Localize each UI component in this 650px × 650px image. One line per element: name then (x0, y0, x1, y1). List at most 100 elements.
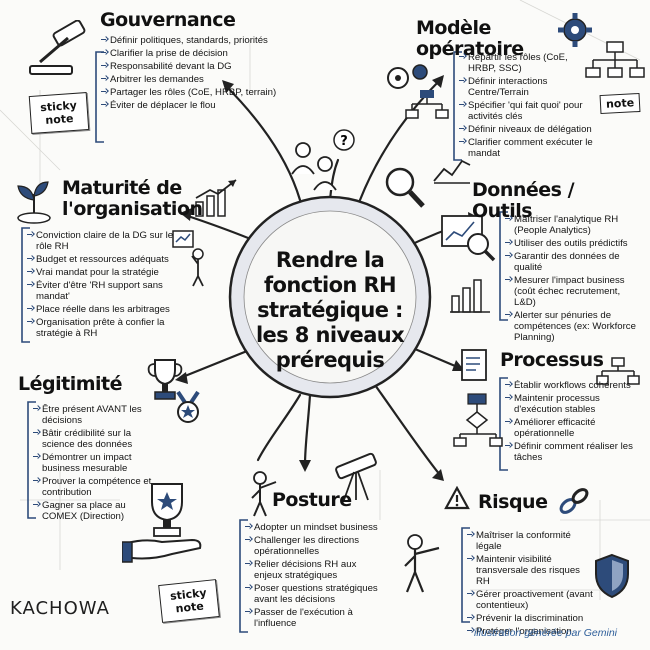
list-item: Répartir les rôles (CoE, HRBP, SSC) (458, 52, 598, 74)
gavel-icon (29, 20, 86, 75)
section-title-posture: Posture (272, 489, 352, 511)
credit-text: illustration générée par Gemini (474, 627, 617, 639)
list-item: Conviction claire de la DG sur le rôle R… (26, 230, 176, 252)
list-item: Clarifier la prise de décision (100, 48, 330, 59)
list-processus: Établir workflows cohérents Maintenir pr… (504, 380, 634, 463)
line-chart-icon (433, 159, 471, 184)
list-item: Relier décisions RH aux enjeux stratégiq… (244, 559, 384, 581)
bar-growth-icon (195, 179, 237, 217)
list-item: Gérer proactivement (avant contentieux) (466, 589, 596, 611)
gears-workflow-icon (387, 64, 449, 119)
list-item: Responsabilité devant la DG (100, 61, 330, 72)
list-item: Établir workflows cohérents (504, 380, 634, 391)
medal-icon (176, 390, 200, 423)
list-item: Budget et ressources adéquats (26, 254, 176, 265)
section-modele-list: Répartir les rôles (CoE, HRBP, SSC) Défi… (458, 48, 598, 161)
document-flow-icon (461, 349, 487, 381)
list-risque: Maîtriser la conformité légale Maintenir… (466, 530, 596, 637)
list-item: Poser questions stratégiques avant les d… (244, 583, 384, 605)
magnifier-icon (385, 167, 425, 208)
presenter-icon (172, 230, 204, 287)
list-item: Définir politiques, standards, priorités (100, 35, 330, 46)
section-processus: Processus (500, 349, 604, 371)
section-donnees: Données / Outils (472, 180, 632, 222)
list-item: Améliorer efficacité opérationnelle (504, 417, 634, 439)
section-title-processus: Processus (500, 349, 604, 371)
list-item: Maintenir visibilité transversale des ri… (466, 554, 596, 587)
list-item: Prouver la compétence et contribution (32, 476, 162, 498)
list-item: Garantir des données de qualité (504, 251, 644, 273)
section-title-maturite: Maturité de l'organisation (62, 177, 203, 220)
section-gouvernance: Gouvernance Définir politiques, standard… (100, 10, 330, 113)
note-label: note (599, 92, 641, 115)
list-item: Partager les rôles (CoE, HRBP, terrain) (100, 87, 330, 98)
list-item: Passer de l'exécution à l'influence (244, 607, 384, 629)
kachowa-logo: KACHOWA (10, 598, 110, 619)
svg-text:?: ? (340, 134, 348, 149)
gear-icon (558, 13, 592, 47)
list-maturite: Conviction claire de la DG sur le rôle R… (26, 230, 176, 339)
section-title-donnees: Données / Outils (472, 179, 575, 222)
flowchart-icon (453, 393, 503, 447)
bar-chart-icon (450, 279, 490, 313)
list-item: Adopter un mindset business (244, 522, 384, 533)
section-donnees-list: Maîtriser l'analytique RH (People Analyt… (504, 210, 644, 345)
list-posture: Adopter un mindset business Challenger l… (244, 522, 384, 629)
person-pointing-icon (251, 471, 277, 517)
list-item: Vrai mandat pour la stratégie (26, 267, 176, 278)
list-item: Clarifier comment exécuter le mandat (458, 137, 598, 159)
section-legitimite-list: Être présent AVANT les décisions Bâtir c… (32, 400, 162, 524)
plant-growth-icon (17, 181, 51, 224)
arrow-posture (303, 393, 312, 467)
leader-pointing-icon (404, 534, 440, 593)
list-item: Spécifier 'qui fait quoi' pour activités… (458, 100, 598, 122)
list-item: Place réelle dans les arbitrages (26, 304, 176, 315)
analytics-screen-icon (441, 215, 496, 262)
list-legitimite: Être présent AVANT les décisions Bâtir c… (32, 404, 162, 522)
list-item: Alerter sur pénuries de compétences (ex:… (504, 310, 644, 343)
list-item: Protéger l'organisation (466, 626, 596, 637)
sticky-note-bottom: sticky note (158, 579, 220, 623)
list-item: Définir comment réaliser les tâches (504, 441, 634, 463)
list-item: Éviter de déplacer le flou (100, 100, 330, 111)
list-item: Prévenir la discrimination (466, 613, 596, 624)
list-item: Démontrer un impact business mesurable (32, 452, 162, 474)
arrow-risque (373, 383, 442, 477)
list-item: Maîtriser la conformité légale (466, 530, 596, 552)
section-posture: Posture (272, 490, 372, 511)
list-item: Gagner sa place au COMEX (Direction) (32, 500, 162, 522)
section-maturite-list: Conviction claire de la DG sur le rôle R… (26, 226, 176, 341)
list-item: Bâtir crédibilité sur la science des don… (32, 428, 162, 450)
warning-icon (444, 486, 470, 510)
section-risque: Risque (478, 492, 558, 513)
section-risque-list: Maîtriser la conformité légale Maintenir… (466, 526, 596, 639)
list-item: Arbitrer les demandes (100, 74, 330, 85)
section-processus-list: Établir workflows cohérents Maintenir pr… (504, 376, 634, 465)
chain-icon (559, 488, 589, 514)
section-title-legitimite: Légitimité (18, 373, 122, 395)
section-maturite: Maturité de l'organisation (62, 177, 203, 220)
list-item: Définir niveaux de délégation (458, 124, 598, 135)
list-item: Éviter d'être 'RH support sans mandat' (26, 280, 176, 302)
list-item: Utiliser des outils prédictifs (504, 238, 644, 249)
list-gouvernance: Définir politiques, standards, priorités… (100, 35, 330, 111)
section-legitimite: Légitimité (18, 374, 148, 395)
list-item: Être présent AVANT les décisions (32, 404, 162, 426)
people-question-icon: ? (291, 129, 355, 191)
list-item: Organisation prête à confier la stratégi… (26, 317, 176, 339)
list-item: Maîtriser l'analytique RH (People Analyt… (504, 214, 644, 236)
list-modele: Répartir les rôles (CoE, HRBP, SSC) Défi… (458, 52, 598, 159)
section-posture-list: Adopter un mindset business Challenger l… (244, 518, 384, 631)
section-title-risque: Risque (478, 491, 548, 513)
list-item: Définir interactions Centre/Terrain (458, 76, 598, 98)
list-item: Mesurer l'impact business (coût échec re… (504, 275, 644, 308)
list-donnees: Maîtriser l'analytique RH (People Analyt… (504, 214, 644, 343)
sticky-note-top: sticky note (28, 92, 90, 134)
section-title-gouvernance: Gouvernance (100, 9, 236, 31)
list-item: Challenger les directions opérationnelle… (244, 535, 384, 557)
shield-icon (595, 553, 629, 599)
trophy-icon (147, 359, 183, 400)
telescope-icon (335, 452, 377, 501)
